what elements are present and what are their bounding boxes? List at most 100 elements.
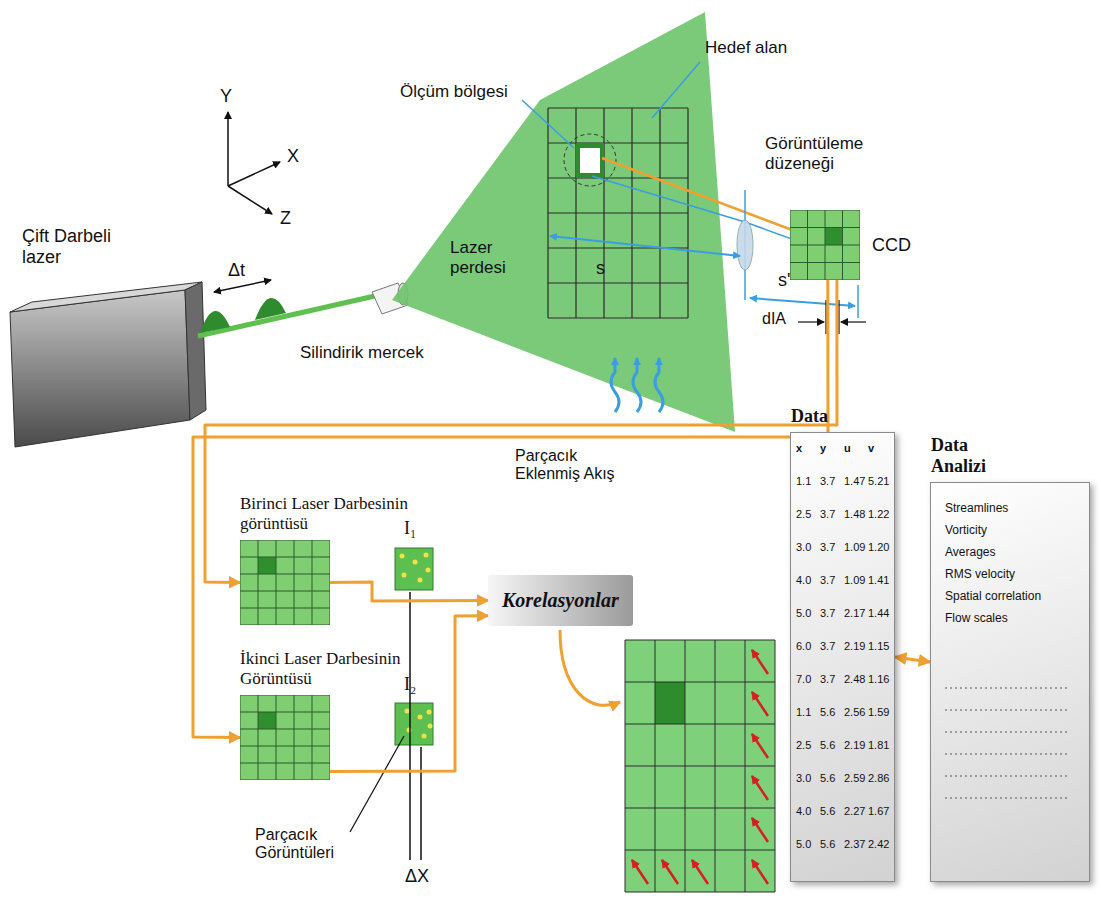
table-cell: x [796,442,802,455]
analysis-sheet: Data AnaliziStreamlinesVorticityAverages… [930,482,1090,882]
grid-line [240,695,330,696]
interrogation-windows [395,703,433,745]
part-label: ΔX [405,866,429,887]
table-cell: 1.09 [844,574,865,587]
part-label: I₁ [404,518,416,539]
table-cell: 5.6 [820,838,835,851]
table-cell: y [820,442,826,455]
data-cable [205,280,837,583]
interrogation-windows [402,573,407,578]
interrogation-windows [395,548,433,590]
pixel-gap-marks [798,300,866,334]
interrogation-windows [422,734,427,739]
table-cell: 3.7 [820,574,835,587]
table-cell: 3.0 [796,541,811,554]
interrogation-windows [428,724,433,729]
interrogation-windows [427,710,432,715]
vector-field [692,860,708,884]
vector-field [632,650,768,884]
laser-box [10,282,202,312]
part-label: Lazer perdesi [450,238,530,277]
vector-field [752,818,768,842]
grid-line [258,540,259,625]
table-cell: 2.59 [844,772,865,785]
vector-field [662,860,678,884]
laser-box [185,282,206,420]
second-frame: İkinci Laser Darbesinin Görüntüsü [240,695,330,780]
grid-line [312,695,313,780]
table-cell: 3.7 [820,508,835,521]
correlation-box: Korelasyonlar [488,575,633,626]
table-cell: 5.21 [868,475,889,488]
ccd-sensor: CCD [790,210,860,280]
node-heading: Birinci Laser Darbesinin görüntüsü [240,494,430,534]
optical-paths [522,100,574,148]
vector-field [625,640,775,892]
part-label: dIA [762,310,786,328]
table-cell: 3.7 [820,607,835,620]
node-heading: CCD [872,235,911,256]
first-frame: Birinci Laser Darbesinin görüntüsü [240,540,330,625]
node-text: Spatial correlation [945,589,1089,603]
table-cell: 1.41 [868,574,889,587]
laser-beam [200,311,230,333]
optical-paths [652,62,700,118]
table-cell: 3.7 [820,640,835,653]
laser-beam [198,280,388,336]
grid-line [240,712,330,713]
interrogation-windows [350,736,404,832]
laser-sheet [576,143,604,178]
interrogation-windows [400,553,431,583]
grid-line [240,695,241,780]
pixel-gap-marks [838,300,839,334]
highlight-cell [258,557,276,574]
interrogation-windows [405,709,433,739]
vector-field [560,630,620,705]
part-label: I₂ [404,674,416,695]
table-cell: u [844,442,851,455]
grid-line [240,557,330,558]
dotted-line [945,776,1067,777]
dotted-line [945,798,1067,799]
data-cable [895,657,930,662]
laser-beam [255,298,286,320]
table-cell: 1.67 [868,805,889,818]
table-cell: 1.09 [844,541,865,554]
table-cell: 1.48 [844,508,865,521]
grid-line [240,729,330,730]
dotted-line [945,754,1067,755]
part-label: Çift Darbeli lazer [22,226,132,267]
part-label: Ölçüm bölgesi [400,82,508,102]
table-cell: 1.59 [868,706,889,719]
table-cell: 3.0 [796,772,811,785]
node-heading: Data Analizi [931,435,1011,477]
table-cell: 6.0 [796,640,811,653]
data-cable [330,616,488,772]
table-cell: 3.7 [820,475,835,488]
laser-beam [214,280,271,292]
vector-field [560,630,775,892]
flow-arrows [611,358,663,412]
table-cell: 1.15 [868,640,889,653]
interrogation-windows [418,578,423,583]
table-cell: 3.7 [820,541,835,554]
node-text: Flow scales [945,611,1089,625]
part-label: X [287,146,299,167]
table-cell: 1.16 [868,673,889,686]
table-cell: 2.86 [868,772,889,785]
grid-line [240,540,241,625]
table-cell: 4.0 [796,574,811,587]
grid-line [240,625,330,626]
table-cell: 2.5 [796,508,811,521]
table-cell: 4.0 [796,805,811,818]
grid-line [240,763,330,764]
grid-line [276,695,277,780]
laser-box [10,290,190,447]
table-cell: v [868,442,874,455]
vector-field [752,692,768,716]
node-text: RMS velocity [945,567,1089,581]
grid-line [790,245,860,246]
table-cell: 2.56 [844,706,865,719]
table-cell: 5.6 [820,805,835,818]
